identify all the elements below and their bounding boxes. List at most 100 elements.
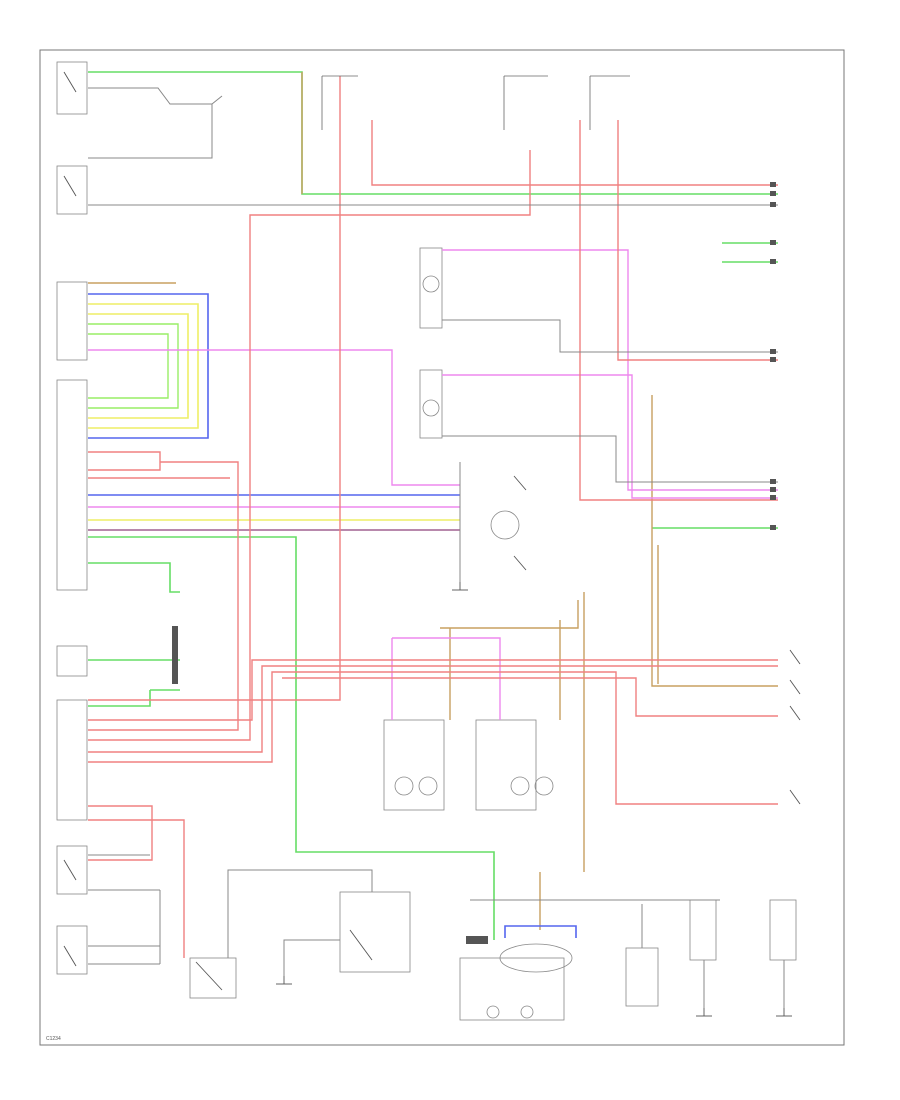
wire-red [88, 659, 778, 721]
trunk-switch-box [189, 957, 237, 999]
tan-wires [88, 72, 778, 930]
wire-green [88, 536, 495, 940]
switch-contact [513, 475, 527, 491]
antenna-module-box [625, 947, 659, 1007]
motor-icon [534, 776, 554, 796]
gray-wires [88, 87, 785, 1008]
left-lamp-box [689, 899, 717, 961]
switch-contact [195, 961, 223, 991]
motor-icon [510, 776, 530, 796]
fuse-stubs [321, 75, 630, 130]
wire-red [88, 451, 161, 471]
wire-violet [442, 249, 778, 491]
wire-red [617, 120, 778, 361]
wire-violet [88, 349, 460, 486]
connector-pins [172, 182, 776, 944]
wire-violet [442, 374, 778, 499]
receiver-antenna-icon [499, 943, 573, 973]
switch-contact [513, 555, 527, 571]
pin [770, 525, 776, 530]
front-motor-box [419, 247, 443, 329]
wire-red [88, 150, 531, 741]
central-module-connector [56, 699, 88, 821]
motor-icon [422, 399, 440, 417]
wire-red [88, 671, 778, 805]
violet-wires [88, 249, 778, 720]
module-small-connector [56, 645, 88, 677]
right-lamp-box [769, 899, 797, 961]
pin [770, 182, 776, 187]
pin [770, 357, 776, 362]
wire-tan [651, 395, 778, 687]
wire-red [88, 665, 778, 753]
lightgreen-wires [88, 323, 179, 409]
wire-red [88, 805, 153, 861]
wire-yellow [88, 313, 189, 419]
red-wires [88, 76, 778, 958]
wire-red [88, 461, 239, 731]
wire-green [88, 562, 180, 593]
wire-gray [442, 435, 778, 483]
pin-block [172, 626, 178, 684]
wire-lightgreen [88, 333, 169, 399]
wire-violet [392, 637, 501, 720]
yellow-wires [88, 303, 460, 521]
switch-box-door [56, 165, 88, 215]
switch-box-bottom-left [56, 925, 88, 975]
switch-contact [789, 649, 801, 665]
switch-box-lower-left [56, 845, 88, 895]
switch-contact [63, 945, 77, 967]
switch-contact [349, 929, 373, 961]
pin [770, 191, 776, 196]
diagram-frame [39, 49, 845, 1046]
switch-box-top-left [56, 61, 88, 115]
right-lock-motor-box [475, 719, 537, 811]
wire-green [88, 71, 778, 195]
connector-block-upper-left [56, 281, 88, 361]
control-module-main-connector [56, 379, 88, 591]
blue-wires [88, 293, 577, 938]
switch-contact [63, 175, 77, 197]
pin [770, 487, 776, 492]
wire-red [88, 76, 341, 701]
pin [770, 495, 776, 500]
wire-gray [88, 104, 213, 159]
wire-red [579, 120, 778, 501]
wire-lightgreen [88, 323, 179, 409]
pin [770, 479, 776, 484]
switch-contact [789, 679, 801, 695]
wire-red [371, 120, 778, 186]
wire-red [282, 677, 778, 717]
pin [770, 202, 776, 207]
pin [770, 349, 776, 354]
switch-contacts [63, 71, 801, 991]
wire-red [88, 819, 185, 880]
wire-gray [227, 869, 373, 958]
pin-block [466, 936, 488, 944]
switch-contact [789, 705, 801, 721]
motor-icon [422, 275, 440, 293]
rear-motor-box [419, 369, 443, 439]
switch-contact [63, 71, 77, 93]
central-motor-icon [490, 510, 520, 540]
left-lock-motor-box [383, 719, 445, 811]
wire-gray [442, 319, 778, 353]
lamp-icon [520, 1005, 534, 1019]
pin [770, 240, 776, 245]
wire-yellow [88, 303, 199, 429]
wire-green [88, 690, 151, 707]
wire-tan [440, 600, 579, 629]
switch-contact [63, 859, 77, 881]
motor-icon [418, 776, 438, 796]
relay-box [339, 891, 411, 973]
motor-symbols [394, 275, 573, 1019]
pin [770, 259, 776, 264]
wire-gray [283, 939, 340, 976]
diagram-code: C1234 [46, 1036, 61, 1042]
wire-blue [504, 925, 577, 938]
wire-gray [88, 87, 223, 105]
lamp-icon [486, 1005, 500, 1019]
ground-symbols [276, 582, 792, 1017]
components [56, 61, 797, 1021]
